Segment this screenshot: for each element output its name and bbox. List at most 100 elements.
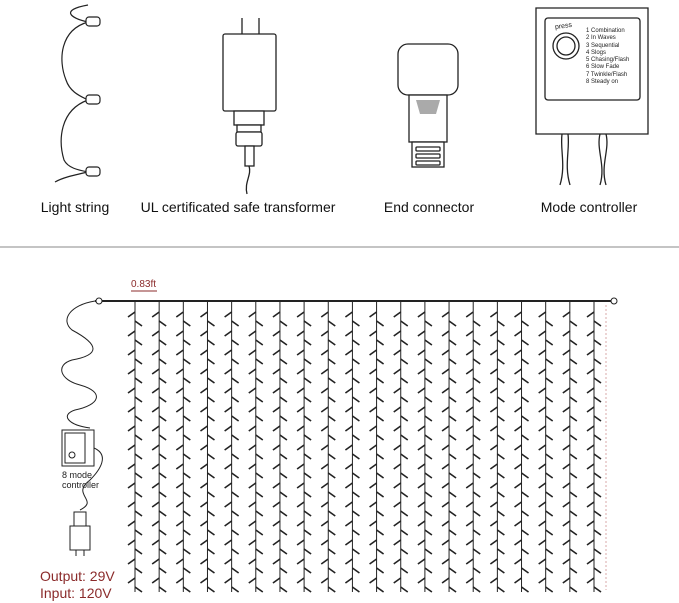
led-bulb	[400, 434, 409, 441]
led-bulb	[231, 339, 240, 346]
led-bulb	[369, 501, 378, 508]
led-bulb	[151, 501, 160, 508]
led-bulb	[400, 377, 409, 384]
led-bulb	[327, 339, 336, 346]
led-bulb	[296, 577, 305, 584]
led-bulb	[200, 463, 208, 470]
led-bulb	[303, 491, 312, 498]
led-bulb	[400, 396, 409, 403]
led-bulb	[134, 396, 143, 403]
led-bulb	[279, 453, 288, 460]
mode-item: 7 Twinkle/Flash	[586, 71, 628, 78]
led-bulb	[182, 453, 191, 460]
led-bulb	[472, 434, 481, 441]
led-bulb	[521, 339, 529, 346]
led-bulb	[303, 415, 312, 422]
led-bulb	[496, 510, 505, 517]
led-bulb	[496, 472, 505, 479]
led-bulb	[248, 463, 257, 470]
led-bulb	[545, 339, 554, 346]
led-bulb	[376, 358, 385, 365]
led-bulb	[182, 510, 191, 517]
led-bulb	[151, 311, 160, 318]
led-bulb	[489, 406, 498, 413]
led-bulb	[393, 330, 402, 337]
led-bulb	[424, 472, 433, 479]
led-bulb	[538, 311, 547, 318]
led-bulb	[521, 320, 529, 327]
led-bulb	[175, 444, 184, 451]
led-bulb	[255, 434, 264, 441]
led-bulb	[593, 453, 602, 460]
led-bulb	[344, 387, 353, 394]
led-bulb	[489, 349, 498, 356]
led-bulb	[417, 482, 426, 489]
led-bulb	[562, 368, 571, 375]
led-bulb	[369, 387, 378, 394]
led-bulb	[207, 472, 215, 479]
led-bulb	[182, 548, 191, 555]
led-bulb	[514, 387, 522, 394]
led-bulb	[562, 406, 571, 413]
led-bulb	[569, 491, 578, 498]
led-bulb	[351, 415, 360, 422]
led-bulb	[151, 387, 160, 394]
led-bulb	[569, 415, 578, 422]
input-voltage: Input: 120V	[40, 585, 112, 601]
led-bulb	[279, 510, 288, 517]
mode-item: 5 Chasing/Flash	[586, 57, 630, 64]
led-bulb	[376, 586, 385, 593]
led-bulb	[207, 567, 215, 574]
led-bulb	[303, 377, 312, 384]
led-bulb	[344, 311, 353, 318]
led-bulb	[400, 567, 409, 574]
led-bulb	[569, 510, 578, 517]
led-bulb	[224, 558, 233, 565]
led-bulb	[496, 491, 505, 498]
led-bulb	[441, 501, 450, 508]
led-bulb	[448, 548, 457, 555]
led-bulb	[465, 387, 474, 394]
led-bulb	[465, 368, 474, 375]
led-bulb	[200, 539, 208, 546]
led-bulb	[279, 415, 288, 422]
led-bulb	[545, 396, 554, 403]
led-bulb	[351, 434, 360, 441]
led-bulb	[417, 368, 426, 375]
led-bulb	[545, 434, 554, 441]
led-bulb	[441, 520, 450, 527]
led-bulb	[127, 425, 136, 432]
led-bulb	[182, 434, 191, 441]
led-bulb	[569, 586, 578, 593]
led-bulb	[393, 577, 402, 584]
led-bulb	[417, 444, 426, 451]
led-bulb	[127, 311, 136, 318]
led-bulb	[344, 482, 353, 489]
led-bulb	[320, 368, 329, 375]
led-bulb	[545, 567, 554, 574]
led-bulb	[134, 529, 143, 536]
led-bulb	[424, 358, 433, 365]
led-bulb	[320, 520, 329, 527]
led-bulb	[586, 558, 595, 565]
led-bulb	[272, 311, 281, 318]
led-bulb	[489, 558, 498, 565]
led-bulb	[514, 425, 522, 432]
led-bulb	[296, 311, 305, 318]
led-bulb	[231, 491, 240, 498]
led-bulb	[279, 567, 288, 574]
led-bulb	[538, 349, 547, 356]
led-bulb	[231, 567, 240, 574]
led-bulb	[151, 368, 160, 375]
led-bulb	[417, 387, 426, 394]
led-bulb	[441, 368, 450, 375]
led-bulb	[369, 558, 378, 565]
led-bulb	[248, 311, 257, 318]
led-bulb	[207, 548, 215, 555]
led-bulb	[231, 377, 240, 384]
led-bulb	[424, 339, 433, 346]
led-bulb	[562, 387, 571, 394]
led-bulb	[521, 415, 529, 422]
led-bulb	[448, 453, 457, 460]
led-bulb	[127, 368, 136, 375]
